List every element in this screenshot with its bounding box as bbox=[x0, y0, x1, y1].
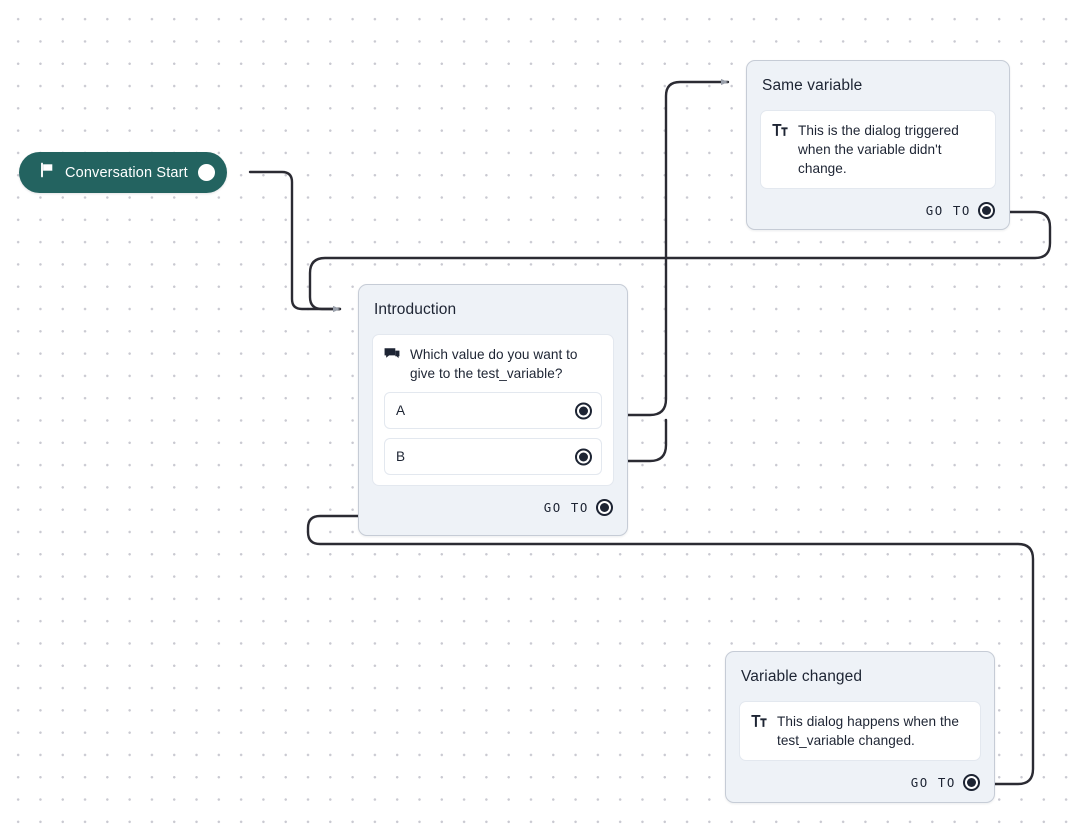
node-same-variable[interactable]: Same variable This is the dialog trigger… bbox=[746, 60, 1010, 230]
goto-output-handle[interactable] bbox=[963, 773, 980, 791]
goto-row[interactable]: GO TO bbox=[739, 772, 981, 792]
node-introduction[interactable]: Introduction Which value do you want to … bbox=[358, 284, 628, 536]
text-format-icon bbox=[751, 712, 767, 728]
edge-option-b-to-same-variable bbox=[625, 418, 668, 463]
text-block[interactable]: This dialog happens when the test_variab… bbox=[739, 700, 981, 762]
goto-row[interactable]: GO TO bbox=[760, 200, 996, 220]
start-node-label: Conversation Start bbox=[65, 164, 188, 181]
option-a-output-handle[interactable] bbox=[575, 402, 592, 420]
option-b-output-handle[interactable] bbox=[575, 448, 592, 466]
option-label: B bbox=[396, 449, 406, 465]
option-label: A bbox=[396, 403, 406, 419]
goto-output-handle[interactable] bbox=[596, 498, 613, 516]
question-block[interactable]: Which value do you want to give to the t… bbox=[372, 333, 614, 487]
goto-label: GO TO bbox=[910, 774, 956, 790]
block-text: This is the dialog triggered when the va… bbox=[798, 122, 959, 177]
flag-icon bbox=[39, 162, 55, 183]
option-b[interactable]: B bbox=[384, 438, 602, 476]
edge-start-to-introduction bbox=[248, 170, 342, 313]
node-variable-changed[interactable]: Variable changed This dialog happens whe… bbox=[725, 651, 995, 803]
goto-row[interactable]: GO TO bbox=[372, 497, 614, 517]
goto-label: GO TO bbox=[543, 499, 589, 515]
goto-label: GO TO bbox=[925, 202, 971, 218]
start-node-output-handle[interactable] bbox=[197, 164, 215, 181]
node-title: Variable changed bbox=[741, 668, 863, 685]
question-text: Which value do you want to give to the t… bbox=[410, 346, 578, 381]
text-format-icon bbox=[772, 121, 788, 137]
message-icon bbox=[384, 345, 400, 362]
node-title: Introduction bbox=[374, 301, 457, 318]
block-text: This dialog happens when the test_variab… bbox=[777, 713, 960, 748]
goto-output-handle[interactable] bbox=[978, 201, 995, 219]
node-title: Same variable bbox=[762, 77, 863, 94]
start-node[interactable]: Conversation Start bbox=[19, 152, 227, 193]
option-a[interactable]: A bbox=[384, 392, 602, 430]
text-block[interactable]: This is the dialog triggered when the va… bbox=[760, 109, 996, 190]
edge-option-a-to-same-variable bbox=[625, 78, 730, 417]
